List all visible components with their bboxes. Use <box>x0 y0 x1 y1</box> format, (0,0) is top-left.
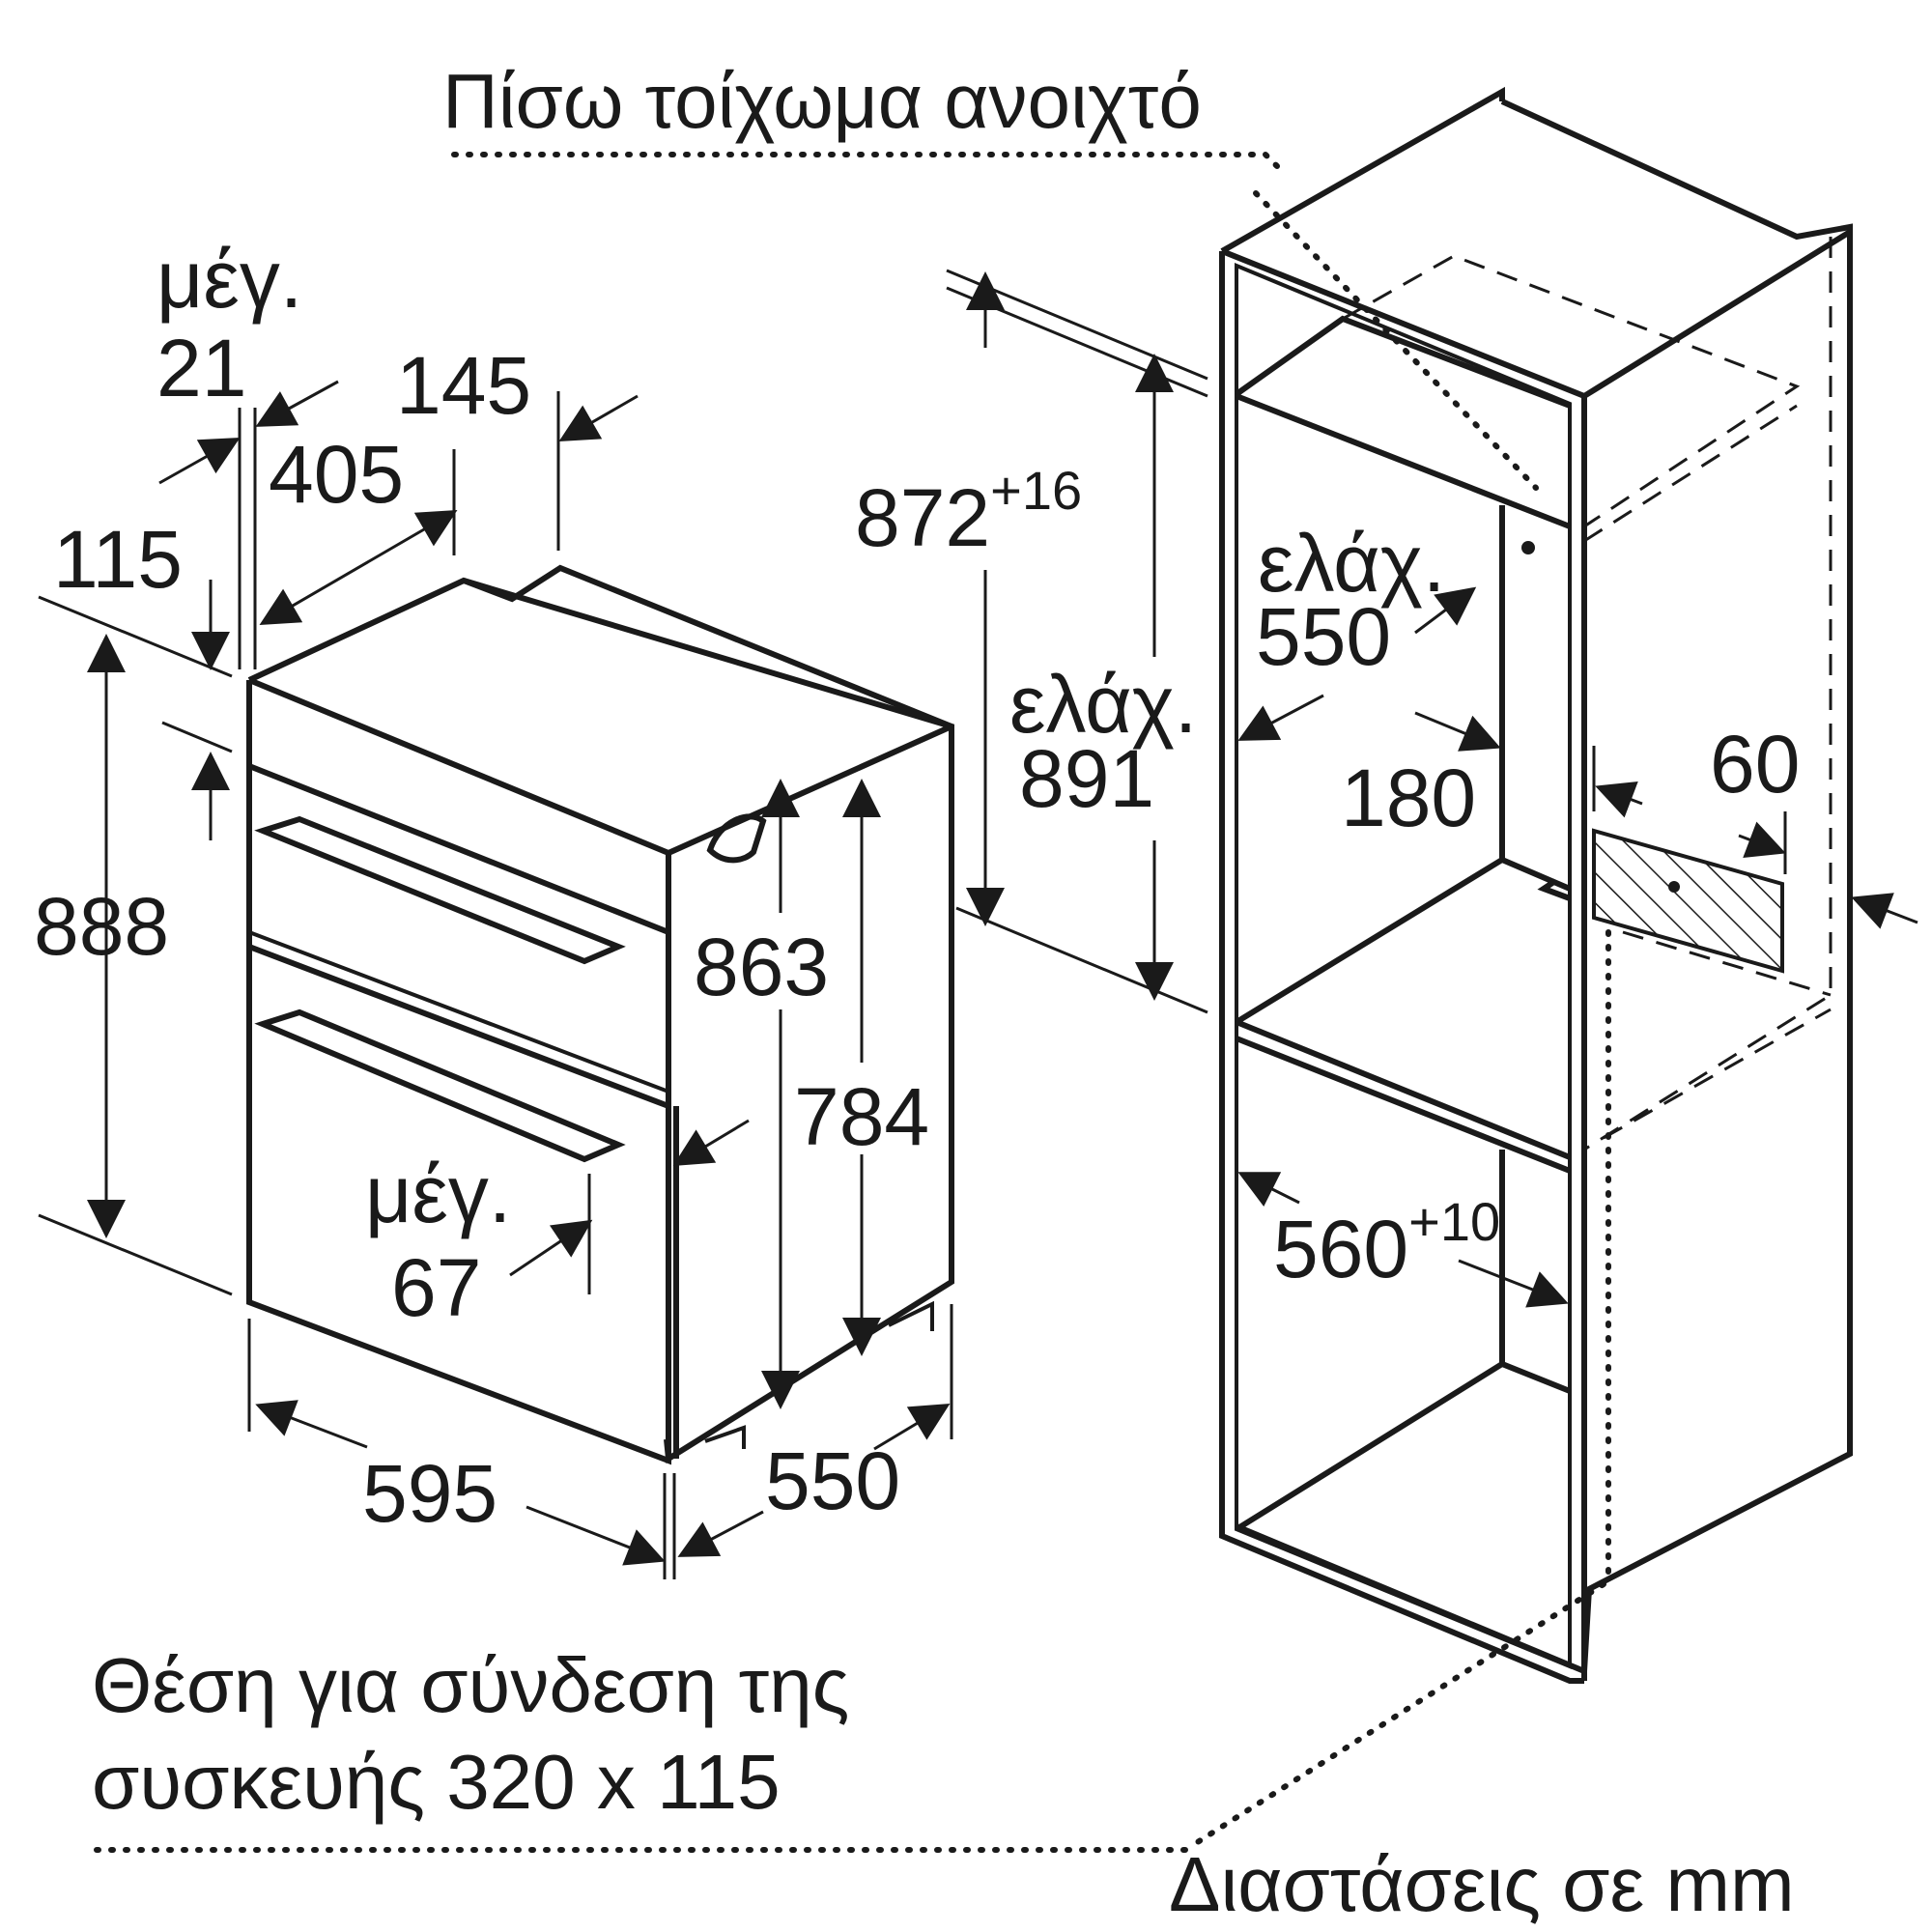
dim-145: 145 <box>396 340 531 431</box>
dim-560: 560+10 <box>1273 1191 1500 1294</box>
units-note: Διαστάσεις σε mm <box>1169 1841 1795 1927</box>
dim-180: 180 <box>1341 753 1476 843</box>
dim-863: 863 <box>694 922 829 1012</box>
dim-784: 784 <box>794 1071 929 1162</box>
max-21-prefix: μέγ. <box>156 234 302 325</box>
dimension-lines <box>38 269 1918 1579</box>
dim-115: 115 <box>53 514 183 605</box>
dim-550-depth: 550 <box>765 1435 900 1526</box>
max-67-prefix: μέγ. <box>365 1149 511 1239</box>
dim-888: 888 <box>34 881 169 972</box>
rear-wall-open-label: Πίσω τοίχωμα ανοιχτό <box>442 58 1202 144</box>
connection-label-line1: Θέση για σύνδεση της <box>92 1642 849 1728</box>
dim-max-67: 67 <box>391 1242 481 1333</box>
connection-label-line2: συσκευής 320 x 115 <box>92 1739 781 1825</box>
oven-drawing <box>246 564 954 1465</box>
dim-405: 405 <box>269 429 404 520</box>
dim-min-891: 891 <box>1019 733 1154 824</box>
dim-595: 595 <box>362 1448 497 1539</box>
cabinet-drawing <box>1190 86 1853 1848</box>
dim-min-550: 550 <box>1256 591 1391 682</box>
dim-872: 872+16 <box>855 460 1082 563</box>
min-891-prefix: ελάχ. <box>1009 659 1197 750</box>
dim-60: 60 <box>1710 719 1800 810</box>
min-550-prefix: ελάχ. <box>1258 518 1445 609</box>
dim-max-21: 21 <box>156 323 246 413</box>
